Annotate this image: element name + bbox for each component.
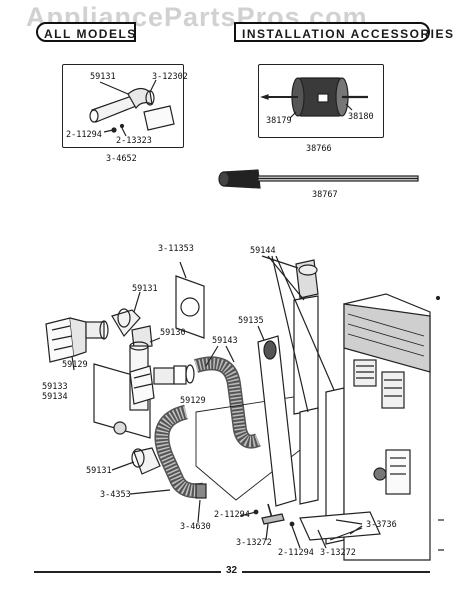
flex-duct-upper-59143	[194, 356, 261, 449]
callout-2-11294-kit: 2-11294	[66, 130, 102, 140]
callout-3-4630: 3-4630	[180, 522, 211, 532]
callout-59135: 59135	[238, 316, 264, 326]
callout-59129-left: 59129	[62, 360, 88, 370]
callout-59131-bottom: 59131	[86, 466, 112, 476]
callout-3-4353: 3-4353	[100, 490, 131, 500]
hole-saw-illustration	[260, 77, 368, 119]
kit-number-extension: 38767	[312, 190, 338, 200]
header-models-label: ALL MODELS	[36, 22, 136, 42]
vent-hood-left-59129	[45, 317, 109, 363]
callout-59129-mid: 59129	[180, 396, 206, 406]
clamp-3-4630	[195, 483, 207, 499]
callout-3-11353: 3-11353	[158, 244, 194, 254]
extension-bit-illustration	[218, 169, 419, 189]
callout-38179: 38179	[266, 116, 292, 126]
vertical-vent-sections-59144	[293, 259, 345, 545]
vent-stack-59135	[257, 335, 297, 507]
callout-2-13323: 2-13323	[116, 136, 152, 146]
callout-59144: 59144	[250, 246, 276, 256]
pipe-elbow-bottom	[131, 447, 161, 475]
callout-59131-top: 59131	[132, 284, 158, 294]
callout-2-11294-a: 2-11294	[214, 510, 250, 520]
vent-hood-mid-59129	[129, 364, 195, 405]
hole-saw-frame	[258, 64, 384, 138]
callout-3-13272-b: 3-13272	[320, 548, 356, 558]
vent-kit-illustration	[89, 79, 175, 137]
callout-2-11294-b: 2-11294	[278, 548, 314, 558]
header-section-title: INSTALLATION ACCESSORIES	[234, 22, 453, 42]
vent-kit-frame	[62, 64, 184, 148]
callout-3-12302: 3-12302	[152, 72, 188, 82]
callout-3-13272-a: 3-13272	[236, 538, 272, 548]
callout-59143: 59143	[212, 336, 238, 346]
callout-59130: 59130	[160, 328, 186, 338]
flex-duct-lower-3-4353	[154, 404, 206, 499]
kit-number-vent-kit: 3-4652	[106, 154, 137, 164]
page-number: 32	[221, 565, 243, 576]
callout-59131-kit: 59131	[90, 72, 116, 82]
callout-59134: 59134	[42, 392, 68, 402]
callout-59133: 59133	[42, 382, 68, 392]
kit-number-hole-saw: 38766	[306, 144, 332, 154]
callout-3-3736: 3-3736	[366, 520, 397, 530]
appliance-cabinet	[343, 293, 441, 561]
callout-38180: 38180	[348, 112, 374, 122]
